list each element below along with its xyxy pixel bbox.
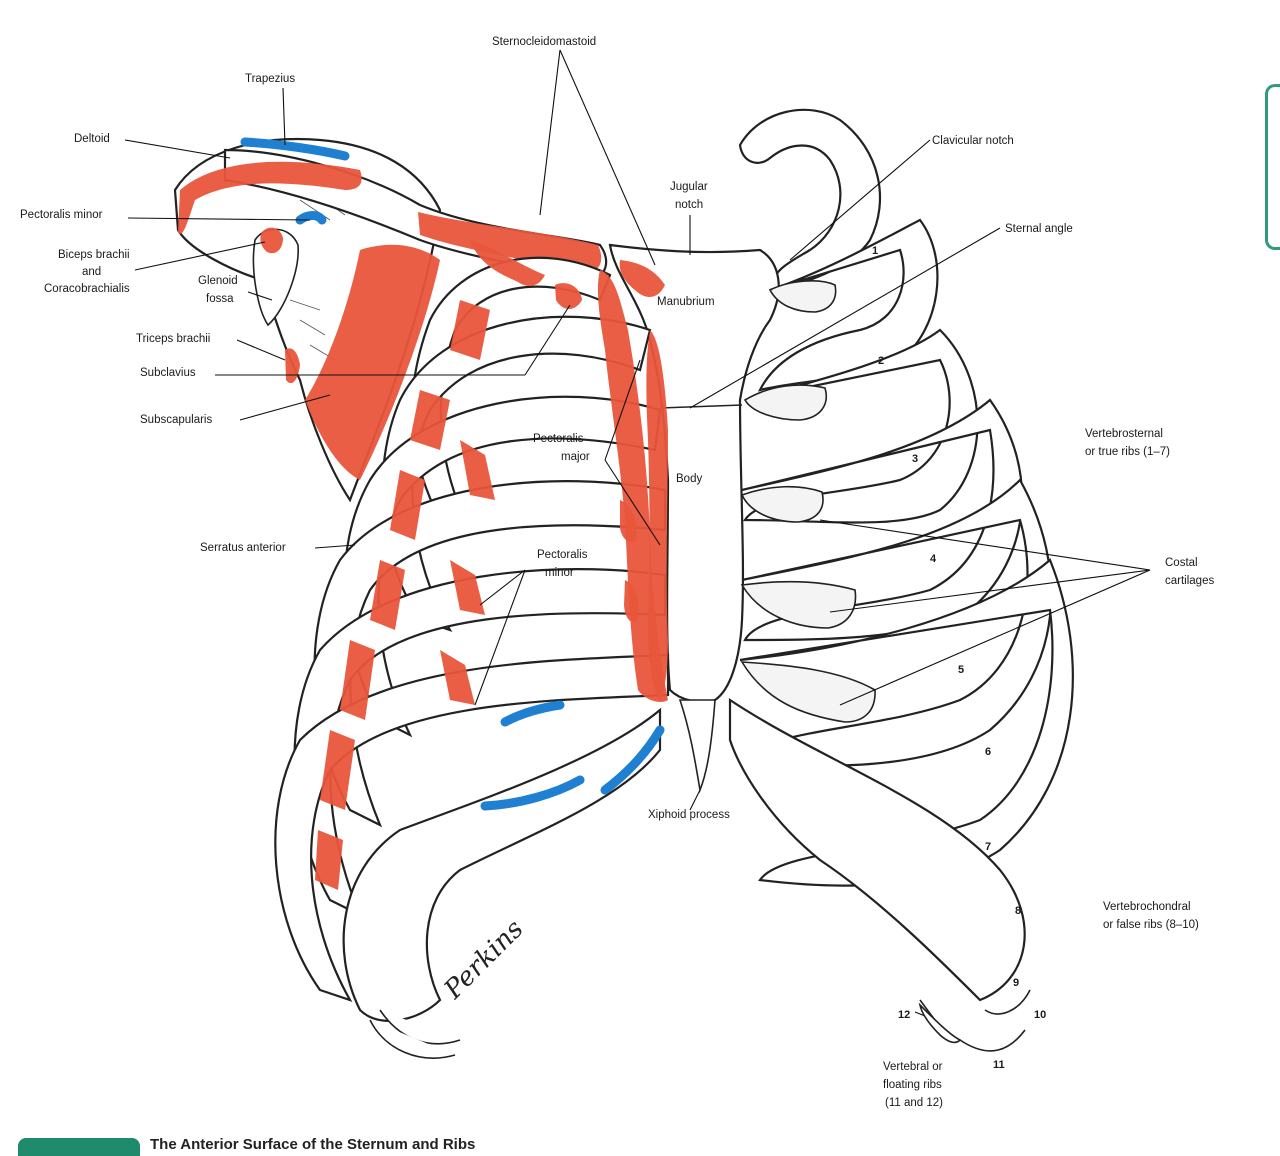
figure-caption: The Anterior Surface of the Sternum and … <box>150 1136 476 1153</box>
side-tab[interactable] <box>1265 84 1280 250</box>
label-xiphoid: Xiphoid process <box>648 809 730 821</box>
label-pectoralis-minor-mid-2: minor <box>545 567 574 579</box>
labels: Sternocleidomastoid Trapezius Deltoid Cl… <box>20 36 1214 1109</box>
rib-number-4: 4 <box>930 553 937 565</box>
rib-number-3: 3 <box>912 453 918 465</box>
rib-number-7: 7 <box>985 841 991 853</box>
rib-number-8: 8 <box>1015 905 1021 917</box>
muscle-origins-red <box>178 161 668 890</box>
label-sternocleidomastoid: Sternocleidomastoid <box>492 36 596 48</box>
costal-cartilages <box>740 280 876 723</box>
rib-number-12: 12 <box>898 1009 910 1021</box>
label-floating-1: Vertebral or <box>883 1061 943 1073</box>
label-jugular-notch-2: notch <box>675 199 703 211</box>
label-costal-1: Costal <box>1165 557 1198 569</box>
rib-number-5: 5 <box>958 664 964 676</box>
label-clavicular-notch: Clavicular notch <box>932 135 1014 147</box>
artist-signature: Perkins <box>438 914 529 1005</box>
rib-numbers: 1 2 3 4 5 6 7 8 9 10 11 12 <box>872 245 1046 1071</box>
label-vertebrochondral-2: or false ribs (8–10) <box>1103 919 1199 931</box>
label-subclavius: Subclavius <box>140 367 196 379</box>
label-deltoid: Deltoid <box>74 133 110 145</box>
rib-number-9: 9 <box>1013 977 1019 989</box>
label-pectoralis-major-2: major <box>561 451 590 463</box>
label-jugular-notch-1: Jugular <box>670 181 708 193</box>
label-floating-2: floating ribs <box>883 1079 942 1091</box>
rib-12 <box>918 1002 962 1044</box>
label-glenoid-2: fossa <box>206 293 234 305</box>
label-serratus: Serratus anterior <box>200 542 286 554</box>
label-trapezius: Trapezius <box>245 73 295 85</box>
label-vertebrochondral-1: Vertebrochondral <box>1103 901 1191 913</box>
ribs-right <box>728 218 1074 1052</box>
label-biceps-1: Biceps brachii <box>58 249 130 261</box>
rib-number-10: 10 <box>1034 1009 1046 1021</box>
label-pectoralis-minor-mid-1: Pectoralis <box>537 549 588 561</box>
label-subscapularis: Subscapularis <box>140 414 212 426</box>
label-manubrium: Manubrium <box>657 296 715 308</box>
figure-badge <box>18 1138 140 1156</box>
label-floating-3: (11 and 12) <box>885 1097 943 1109</box>
label-vertebrosternal-2: or true ribs (1–7) <box>1085 446 1170 458</box>
muscle-insertions-blue <box>240 137 665 811</box>
rib-number-2: 2 <box>878 355 884 367</box>
label-pectoralis-minor-top: Pectoralis minor <box>20 209 103 221</box>
label-body: Body <box>676 473 702 485</box>
leader-lines <box>124 49 1151 1019</box>
label-biceps-3: Coracobrachialis <box>44 283 130 295</box>
label-vertebrosternal-1: Vertebrosternal <box>1085 428 1163 440</box>
label-pectoralis-major-1: Pectoralis <box>533 433 584 445</box>
rib-number-6: 6 <box>985 746 991 758</box>
label-biceps-2: and <box>82 266 101 278</box>
label-costal-2: cartilages <box>1165 575 1214 587</box>
label-sternal-angle: Sternal angle <box>1005 223 1073 235</box>
rib-number-11: 11 <box>993 1059 1005 1071</box>
label-triceps: Triceps brachii <box>136 333 210 345</box>
rib-number-1: 1 <box>872 245 878 257</box>
label-glenoid-1: Glenoid <box>198 275 238 287</box>
